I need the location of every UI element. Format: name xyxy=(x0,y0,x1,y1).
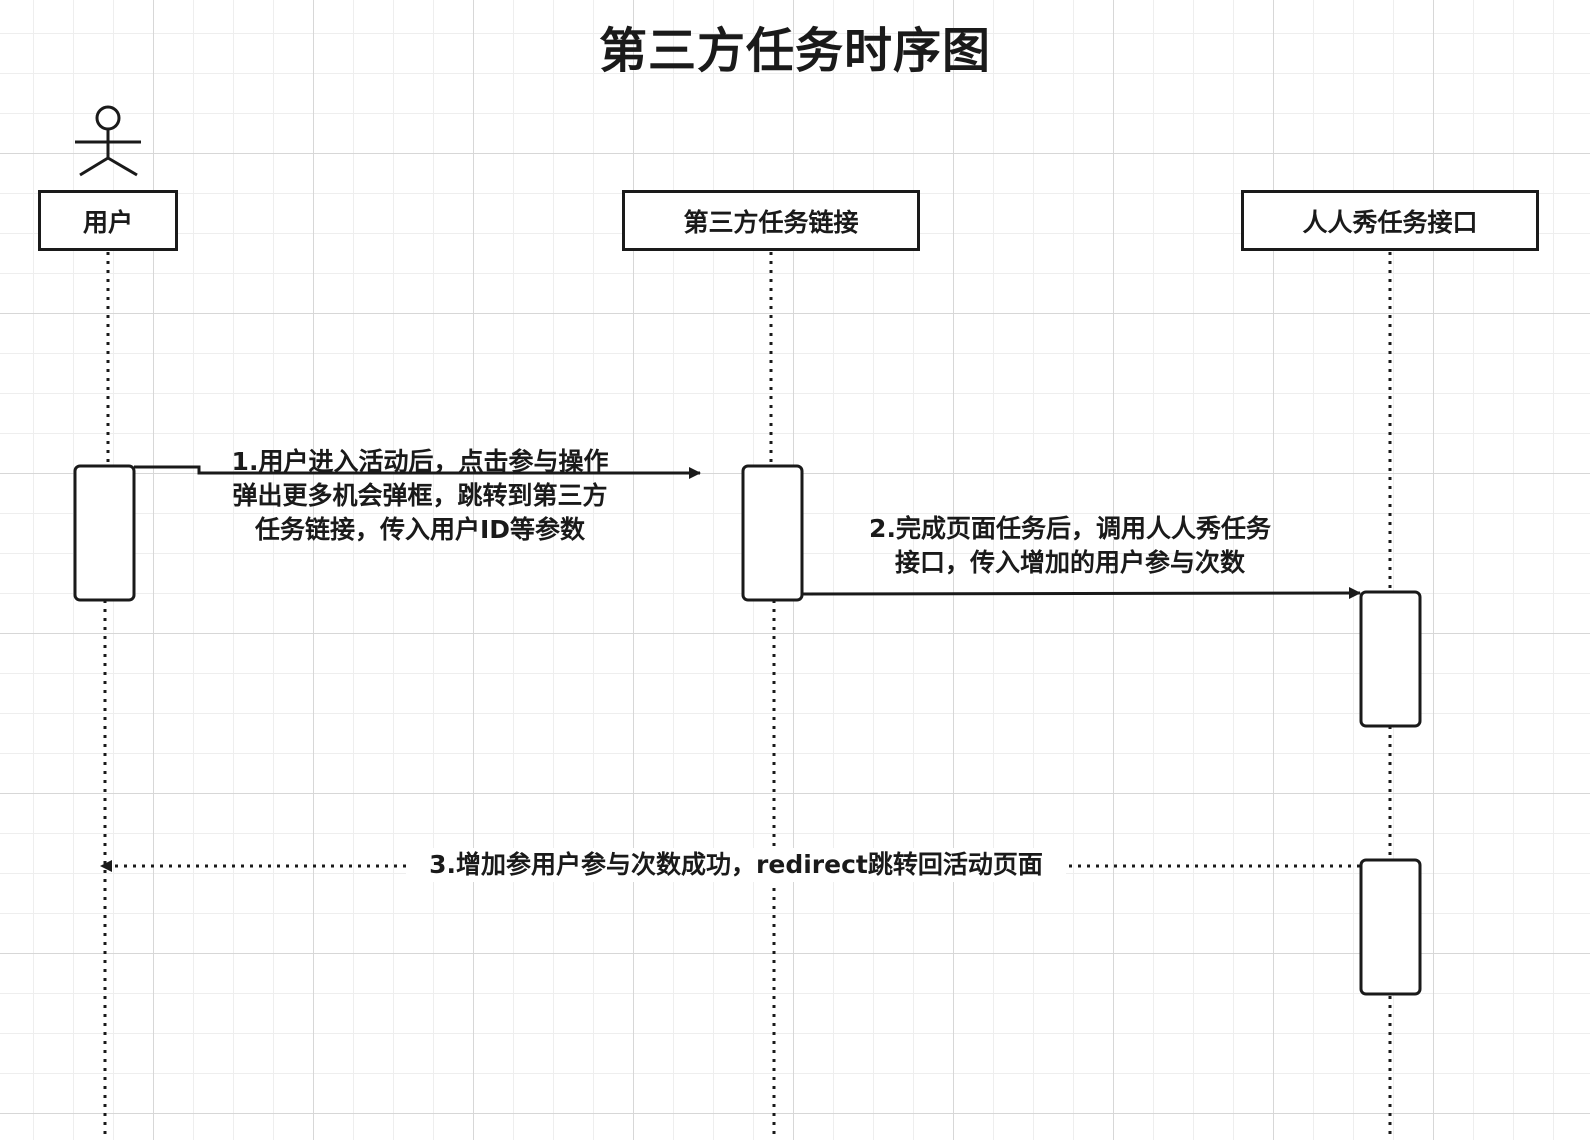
activation-renrenxiu-1 xyxy=(1359,590,1422,728)
participant-label: 用户 xyxy=(82,207,133,237)
message-line: 3.增加参用户参与次数成功，redirect跳转回活动页面 xyxy=(429,850,1043,879)
message-line: 弹出更多机会弹框，跳转到第三方 xyxy=(232,481,608,510)
diagram-title: 第三方任务时序图 xyxy=(598,23,991,79)
message-3-label: 3.增加参用户参与次数成功，redirect跳转回活动页面 xyxy=(406,848,1066,882)
activation-renrenxiu-2 xyxy=(1359,858,1422,996)
activation-third-party xyxy=(741,464,804,602)
message-1-arrow xyxy=(134,465,701,479)
participant-label: 人人秀任务接口 xyxy=(1302,207,1478,237)
message-2-label: 2.完成页面任务后，调用人人秀任务 接口，传入增加的用户参与次数 xyxy=(820,512,1320,580)
participant-user: 用户 xyxy=(38,190,178,251)
message-line: 1.用户进入活动后，点击参与操作 xyxy=(231,447,609,476)
activation-user xyxy=(73,464,136,602)
participant-renrenxiu-task-api: 人人秀任务接口 xyxy=(1241,190,1539,251)
message-1-label: 1.用户进入活动后，点击参与操作 弹出更多机会弹框，跳转到第三方 任务链接，传入… xyxy=(200,445,640,547)
message-line: 接口，传入增加的用户参与次数 xyxy=(894,548,1245,577)
message-line: 任务链接，传入用户ID等参数 xyxy=(254,515,586,544)
participant-third-party-task-link: 第三方任务链接 xyxy=(622,190,920,251)
message-line: 2.完成页面任务后，调用人人秀任务 xyxy=(869,514,1271,543)
user-actor-icon xyxy=(75,105,141,177)
participant-label: 第三方任务链接 xyxy=(683,207,859,237)
message-2-arrow xyxy=(801,587,1361,600)
